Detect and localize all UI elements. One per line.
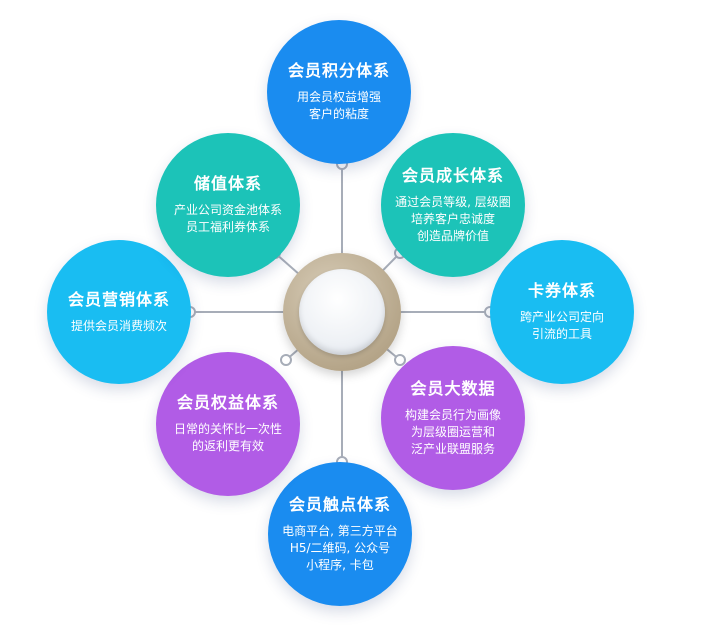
node-title: 卡券体系 xyxy=(527,281,596,300)
node-title: 会员权益体系 xyxy=(176,393,279,412)
node-title: 会员营销体系 xyxy=(67,289,170,309)
node-title: 储值体系 xyxy=(193,174,262,193)
connector-dot-rights xyxy=(280,354,292,366)
node-desc: 构建会员行为画像 为层级圈运营和 泛产业联盟服务 xyxy=(404,407,501,456)
node-member-marketing: 会员营销体系 提供会员消费频次 xyxy=(47,240,191,384)
node-title: 会员触点体系 xyxy=(288,494,391,514)
node-stored-value: 储值体系 产业公司资金池体系 员工福利券体系 xyxy=(156,133,300,277)
connector-dot-bigdata xyxy=(394,354,406,366)
node-desc: 产业公司资金池体系 员工福利券体系 xyxy=(173,203,282,234)
node-title: 会员积分体系 xyxy=(287,61,390,80)
node-member-growth: 会员成长体系 通过会员等级, 层级圈 培养客户忠诚度 创造品牌价值 xyxy=(381,133,525,277)
node-desc: 跨产业公司定向 引流的工具 xyxy=(519,310,604,341)
node-member-points: 会员积分体系 用会员权益增强 客户的粘度 xyxy=(267,20,411,164)
node-desc: 日常的关怀比一次性 的返利更有效 xyxy=(173,422,282,453)
node-desc: 电商平台, 第三方平台 H5/二维码, 公众号 小程序, 卡包 xyxy=(282,523,398,572)
node-member-bigdata: 会员大数据 构建会员行为画像 为层级圈运营和 泛产业联盟服务 xyxy=(381,346,525,490)
node-title: 会员大数据 xyxy=(410,378,496,398)
node-desc: 通过会员等级, 层级圈 培养客户忠诚度 创造品牌价值 xyxy=(395,194,511,243)
center-hub-core xyxy=(299,269,385,355)
node-member-rights: 会员权益体系 日常的关怀比一次性 的返利更有效 xyxy=(156,352,300,496)
node-member-touchpoints: 会员触点体系 电商平台, 第三方平台 H5/二维码, 公众号 小程序, 卡包 xyxy=(268,462,412,606)
node-desc: 提供会员消费频次 xyxy=(70,318,167,333)
node-title: 会员成长体系 xyxy=(401,165,504,185)
node-coupon: 卡券体系 跨产业公司定向 引流的工具 xyxy=(490,240,634,384)
node-desc: 用会员权益增强 客户的粘度 xyxy=(296,90,381,121)
